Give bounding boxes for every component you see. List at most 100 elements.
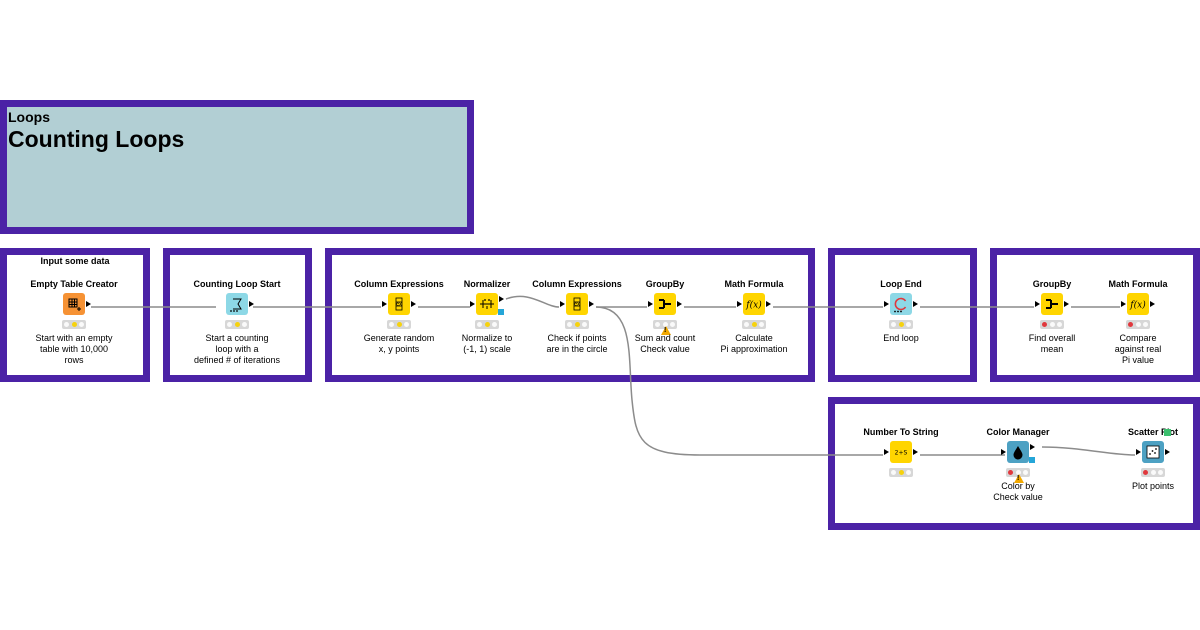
input-port[interactable] bbox=[884, 449, 889, 455]
output-port[interactable] bbox=[1150, 301, 1155, 307]
node-title: Counting Loop Start bbox=[193, 279, 281, 289]
node-scatter-plot[interactable]: Scatter Plot Plot points bbox=[1088, 427, 1200, 527]
loop-body-annotation bbox=[325, 248, 815, 382]
number-to-string-icon[interactable]: 2+S bbox=[890, 441, 912, 463]
connection[interactable] bbox=[595, 306, 883, 456]
input-port[interactable] bbox=[1136, 449, 1141, 455]
node-title: Column Expressions bbox=[532, 279, 622, 289]
input-port[interactable] bbox=[1035, 301, 1040, 307]
output-port[interactable] bbox=[249, 301, 254, 307]
connection[interactable] bbox=[505, 295, 560, 308]
warning-icon: ! bbox=[661, 326, 671, 335]
math-formula-icon[interactable]: f(x) bbox=[743, 293, 765, 315]
status-indicator bbox=[1141, 468, 1165, 477]
input-port[interactable] bbox=[884, 301, 889, 307]
status-indicator bbox=[1040, 320, 1064, 329]
output-port[interactable] bbox=[766, 301, 771, 307]
status-indicator bbox=[889, 320, 913, 329]
output-port[interactable] bbox=[677, 301, 682, 307]
model-output-port[interactable] bbox=[1029, 457, 1035, 463]
svg-text:ex: ex bbox=[574, 302, 580, 308]
warning-icon: ! bbox=[1014, 474, 1024, 483]
node-title: Math Formula bbox=[724, 279, 784, 289]
node-description: End loop bbox=[883, 333, 919, 343]
node-title: GroupBy bbox=[1032, 279, 1072, 289]
visualization-annotation bbox=[828, 397, 1200, 530]
view-output-port[interactable] bbox=[1164, 429, 1171, 436]
node-title: Empty Table Creator bbox=[30, 279, 118, 289]
output-port[interactable] bbox=[411, 301, 416, 307]
header-category: Loops bbox=[8, 109, 50, 125]
svg-text:f(x): f(x) bbox=[745, 300, 762, 311]
column-expressions-icon[interactable]: ex bbox=[388, 293, 410, 315]
input-annotation-label: Input some data bbox=[40, 256, 110, 266]
node-number-to-string[interactable]: Number To String 2+S bbox=[836, 427, 966, 527]
model-output-port[interactable] bbox=[498, 309, 504, 315]
output-port[interactable] bbox=[499, 296, 504, 302]
input-port[interactable] bbox=[560, 301, 565, 307]
output-port[interactable] bbox=[1064, 301, 1069, 307]
input-port[interactable] bbox=[737, 301, 742, 307]
output-port[interactable] bbox=[913, 449, 918, 455]
node-loop-end[interactable]: Loop End End loop bbox=[836, 279, 966, 379]
node-title: Math Formula bbox=[1108, 279, 1168, 289]
status-indicator bbox=[742, 320, 766, 329]
status-indicator bbox=[653, 320, 677, 329]
scatter-plot-icon[interactable] bbox=[1142, 441, 1164, 463]
node-normalizer[interactable]: Normalizer Normalize to(-1, 1) scale bbox=[422, 279, 552, 379]
input-annotation: Input some data bbox=[0, 248, 150, 382]
output-port[interactable] bbox=[1030, 444, 1035, 450]
output-port[interactable] bbox=[86, 301, 91, 307]
counting-loop-start-icon[interactable] bbox=[226, 293, 248, 315]
status-indicator bbox=[225, 320, 249, 329]
groupby-icon[interactable] bbox=[1041, 293, 1063, 315]
input-port[interactable] bbox=[1001, 449, 1006, 455]
node-title: GroupBy bbox=[645, 279, 685, 289]
normalizer-icon[interactable] bbox=[476, 293, 498, 315]
math-formula-icon[interactable]: f(x) bbox=[1127, 293, 1149, 315]
column-expressions-icon[interactable]: ex bbox=[566, 293, 588, 315]
groupby-icon[interactable] bbox=[654, 293, 676, 315]
status-indicator bbox=[475, 320, 499, 329]
table-creator-icon[interactable] bbox=[63, 293, 85, 315]
node-description: Plot points bbox=[1131, 481, 1175, 491]
loop-end-annotation bbox=[828, 248, 977, 382]
loop-end-icon[interactable] bbox=[890, 293, 912, 315]
icon-text: 2+S bbox=[895, 450, 908, 457]
node-title: Loop End bbox=[880, 279, 922, 289]
input-port[interactable] bbox=[1121, 301, 1126, 307]
node-title: Normalizer bbox=[463, 279, 511, 289]
node-title: Number To String bbox=[863, 427, 939, 437]
input-port[interactable] bbox=[648, 301, 653, 307]
connection[interactable] bbox=[1041, 446, 1136, 456]
output-port[interactable] bbox=[913, 301, 918, 307]
output-port[interactable] bbox=[589, 301, 594, 307]
status-indicator bbox=[1126, 320, 1150, 329]
svg-text:ex: ex bbox=[396, 302, 402, 308]
status-indicator bbox=[387, 320, 411, 329]
header-annotation bbox=[0, 100, 474, 234]
output-port[interactable] bbox=[1165, 449, 1170, 455]
input-port[interactable] bbox=[470, 301, 475, 307]
status-indicator bbox=[1006, 468, 1030, 477]
color-manager-icon[interactable] bbox=[1007, 441, 1029, 463]
input-port[interactable] bbox=[382, 301, 387, 307]
